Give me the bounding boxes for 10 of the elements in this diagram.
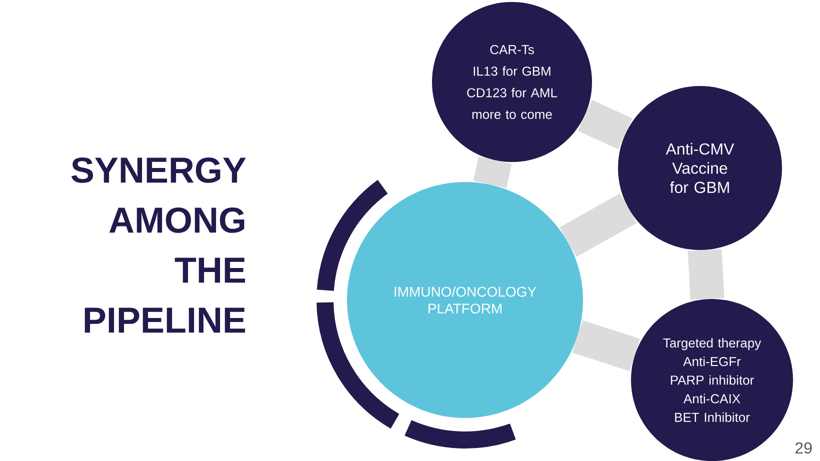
- title: SYNERGY AMONG THE PIPELINE: [71, 157, 246, 333]
- connector-band: [560, 193, 637, 257]
- circle-node: Targeted therapy Anti-EGFr PARP inhibitor Anti-CAIX BET Inhibitor: [631, 299, 793, 461]
- circle-node: Anti-CMV Vaccine for GBM: [618, 86, 782, 250]
- circle-node: CAR-Ts IL13 for GBM CD123 for AML more to come: [432, 2, 592, 162]
- connector-band: [572, 320, 640, 372]
- connector-band: [578, 100, 632, 150]
- connector-band: [688, 249, 724, 300]
- circle-node: IMMUNO/ONCOLOGY PLATFORM: [347, 182, 583, 418]
- connector-band: [473, 156, 512, 188]
